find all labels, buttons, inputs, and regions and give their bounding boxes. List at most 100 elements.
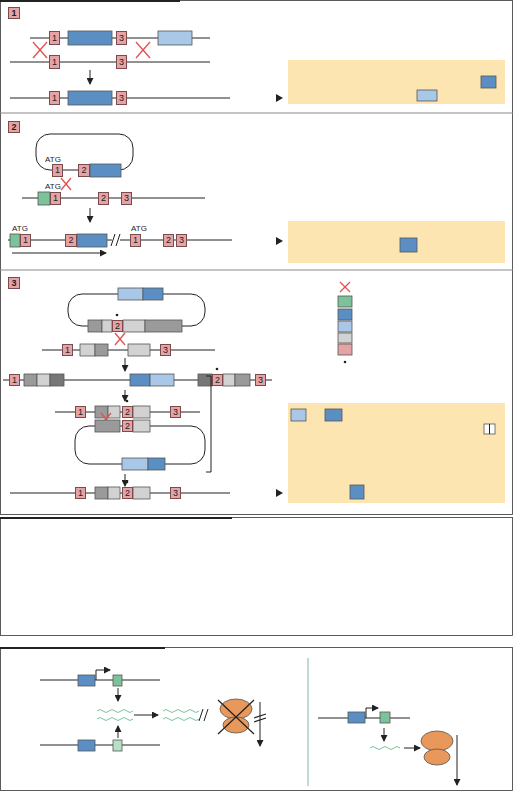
- panel-divider: [0, 270, 513, 271]
- down-arrow: [125, 474, 126, 486]
- down-arrow: [125, 390, 126, 401]
- block-mark: [218, 700, 254, 734]
- exon-number: 3: [173, 408, 178, 417]
- panel-tab: [0, 517, 232, 519]
- down-arrow: [384, 728, 385, 741]
- exon-number: 3: [179, 236, 184, 245]
- homology-arm: [133, 487, 150, 499]
- exon-box: 3: [121, 192, 132, 205]
- exon-box: 3: [170, 406, 181, 418]
- homology-arm: [50, 374, 64, 386]
- up-arrow: [118, 726, 119, 738]
- tag-box: [10, 234, 20, 247]
- break-mark: [204, 709, 208, 721]
- exon-box: 3: [116, 55, 127, 69]
- homology-arm: [37, 374, 50, 386]
- exon-box: 3: [176, 234, 187, 247]
- right-arrow: [134, 715, 158, 716]
- panel-number-text: 1: [11, 9, 16, 18]
- panel-number: 2: [8, 121, 20, 133]
- panel-frame: [1, 648, 513, 791]
- exon-number: 3: [119, 94, 124, 103]
- mutation-dot: [216, 368, 219, 371]
- homology-arm: [88, 320, 102, 332]
- homology-arm: [145, 320, 182, 332]
- exon-box: 1: [9, 374, 20, 386]
- selection-cassette: [90, 164, 121, 177]
- pointer-triangle: [276, 94, 283, 102]
- mrna-wave: [370, 747, 400, 750]
- panel-tab: [0, 647, 165, 649]
- exon-box: 3: [116, 31, 127, 45]
- break-mark: [111, 234, 115, 246]
- dna-strand: [40, 680, 160, 681]
- panel-number-text: 2: [11, 123, 16, 132]
- transcript-arrow: [12, 253, 106, 254]
- down-arrow: [125, 358, 126, 371]
- ribosome-small: [424, 749, 450, 765]
- negative-selection-cassette: [122, 458, 148, 470]
- promoter-arrow: [366, 708, 378, 709]
- exon-number: 3: [119, 34, 124, 43]
- exon-box: 3: [160, 344, 171, 356]
- panel-divider: [0, 113, 513, 114]
- exon-number: 1: [53, 194, 58, 203]
- panel-number: 1: [8, 7, 20, 19]
- panel-number-text: 3: [11, 279, 16, 288]
- exon-number: 1: [52, 58, 57, 67]
- exon-number: 1: [23, 236, 28, 245]
- homology-arm: [128, 344, 150, 356]
- down-arrow: [260, 702, 261, 746]
- exon-box: 2: [122, 406, 133, 418]
- negative-selection-cassette: [118, 288, 143, 300]
- pointer-triangle: [276, 489, 283, 497]
- exon-number: 3: [258, 376, 263, 385]
- dna-strand: [10, 62, 210, 63]
- exon-number: 3: [173, 489, 178, 498]
- exon-box: 2: [163, 234, 174, 247]
- target-box: [113, 675, 122, 686]
- homology-arm: [24, 374, 37, 386]
- down-arrow: [90, 70, 91, 84]
- homology-arm: [102, 320, 112, 332]
- selection-cassette: [68, 91, 112, 105]
- target-box: [380, 712, 390, 723]
- exon-number: 1: [78, 489, 83, 498]
- block-bar: [254, 714, 266, 718]
- exon-box: 1: [49, 31, 60, 45]
- crossover-mark: [61, 178, 71, 190]
- promoter-tick: [366, 708, 367, 718]
- gene-box: [78, 740, 95, 751]
- note-box: [288, 403, 505, 503]
- column-divider: [308, 658, 309, 786]
- exon-box: 2: [78, 164, 90, 177]
- right-arrow: [404, 748, 420, 749]
- crossover-mark: [115, 333, 125, 345]
- exon-number: 1: [52, 94, 57, 103]
- start-codon-label: ATG: [12, 225, 28, 233]
- selection-cassette: [143, 288, 163, 300]
- cassette-icon: [417, 90, 437, 101]
- exon-number: 1: [52, 34, 57, 43]
- note-box: [288, 60, 505, 104]
- start-codon-label: ATG: [131, 225, 147, 233]
- crossover-mark: [136, 42, 150, 58]
- key-swatch: [338, 321, 352, 332]
- homology-arm: [235, 374, 250, 386]
- exon-box: 2: [98, 192, 109, 205]
- cassette-icon: [325, 409, 342, 421]
- down-arrow: [90, 208, 91, 222]
- cassette-icon: [350, 485, 364, 499]
- key-swatch: [338, 309, 352, 320]
- block-bar: [254, 718, 266, 722]
- dna-strand: [40, 745, 160, 746]
- ribosome-large: [220, 699, 252, 719]
- block-mark: [218, 700, 254, 734]
- start-codon-label: ATG: [45, 156, 61, 164]
- mutation-dot: [116, 314, 119, 317]
- exon-number: 2: [125, 422, 130, 431]
- crossover-mark: [33, 42, 47, 58]
- key-swatch: [338, 344, 352, 355]
